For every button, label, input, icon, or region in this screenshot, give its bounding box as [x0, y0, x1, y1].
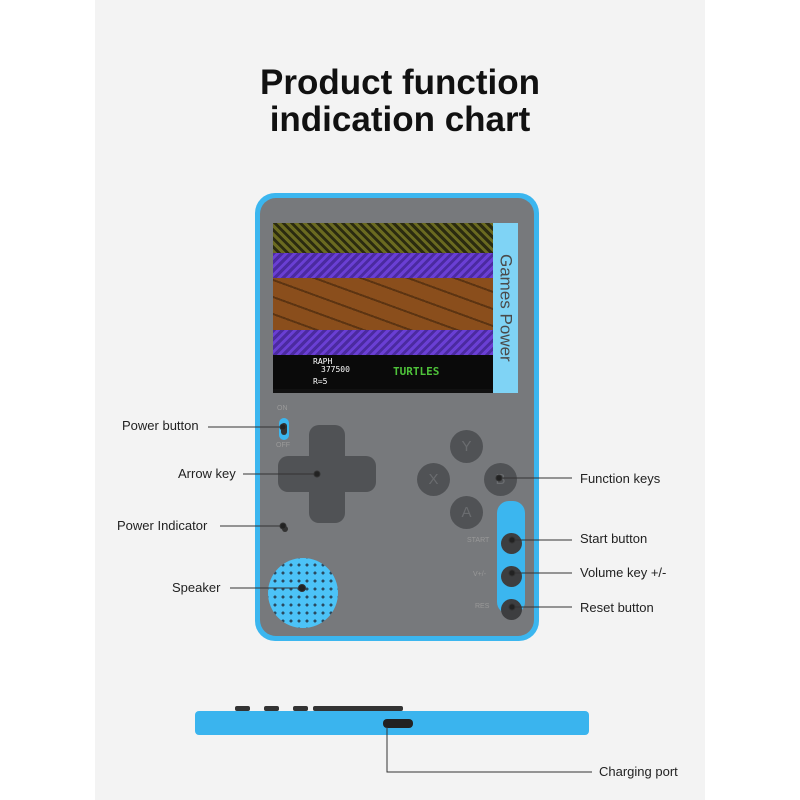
- label-speaker: Speaker: [172, 580, 221, 595]
- title-line-1: Product function: [260, 63, 540, 102]
- bottom-key: [313, 706, 403, 711]
- screen-hud: RAPH 377500 R=5 TURTLES: [273, 355, 493, 389]
- bottom-key: [293, 706, 308, 711]
- hud-lives: R=5: [313, 377, 328, 386]
- y-button[interactable]: Y: [450, 430, 483, 463]
- label-reset-button: Reset button: [580, 600, 654, 615]
- usb-port: [383, 719, 413, 728]
- switch-on-label: ON: [277, 405, 288, 412]
- label-arrow-key: Arrow key: [178, 466, 236, 481]
- a-button[interactable]: A: [450, 496, 483, 529]
- hud-logo: TURTLES: [393, 365, 440, 378]
- bottom-key: [264, 706, 279, 711]
- label-charging-port: Charging port: [599, 764, 678, 779]
- volume-button[interactable]: [501, 566, 522, 587]
- console-face: RAPH 377500 R=5 TURTLES Games Power ON O…: [260, 198, 534, 636]
- switch-off-label: OFF: [276, 442, 290, 449]
- power-indicator-led: [282, 526, 288, 532]
- side-button-panel: [497, 501, 525, 614]
- bottom-key: [235, 706, 250, 711]
- label-power-indicator: Power Indicator: [117, 518, 208, 533]
- brand-text: Games Power: [496, 254, 516, 362]
- volume-label: V+/-: [473, 571, 487, 578]
- x-button[interactable]: X: [417, 463, 450, 496]
- side-strip: Games Power: [493, 223, 518, 393]
- speaker-grille: [268, 558, 338, 628]
- hud-score: 377500: [321, 365, 350, 374]
- label-volume-key: Volume key +/-: [580, 565, 667, 580]
- game-screen: RAPH 377500 R=5 TURTLES: [273, 223, 493, 393]
- label-start-button: Start button: [580, 531, 648, 546]
- label-power-button: Power button: [122, 418, 199, 433]
- handheld-console-bottom: [195, 711, 589, 735]
- start-label: START: [467, 537, 490, 544]
- handheld-console-front: RAPH 377500 R=5 TURTLES Games Power ON O…: [255, 193, 539, 641]
- label-function-keys: Function keys: [580, 471, 661, 486]
- title-line-2: indication chart: [269, 100, 531, 139]
- reset-label: RES: [475, 603, 490, 610]
- start-button[interactable]: [501, 533, 522, 554]
- hud-name: RAPH: [313, 357, 333, 366]
